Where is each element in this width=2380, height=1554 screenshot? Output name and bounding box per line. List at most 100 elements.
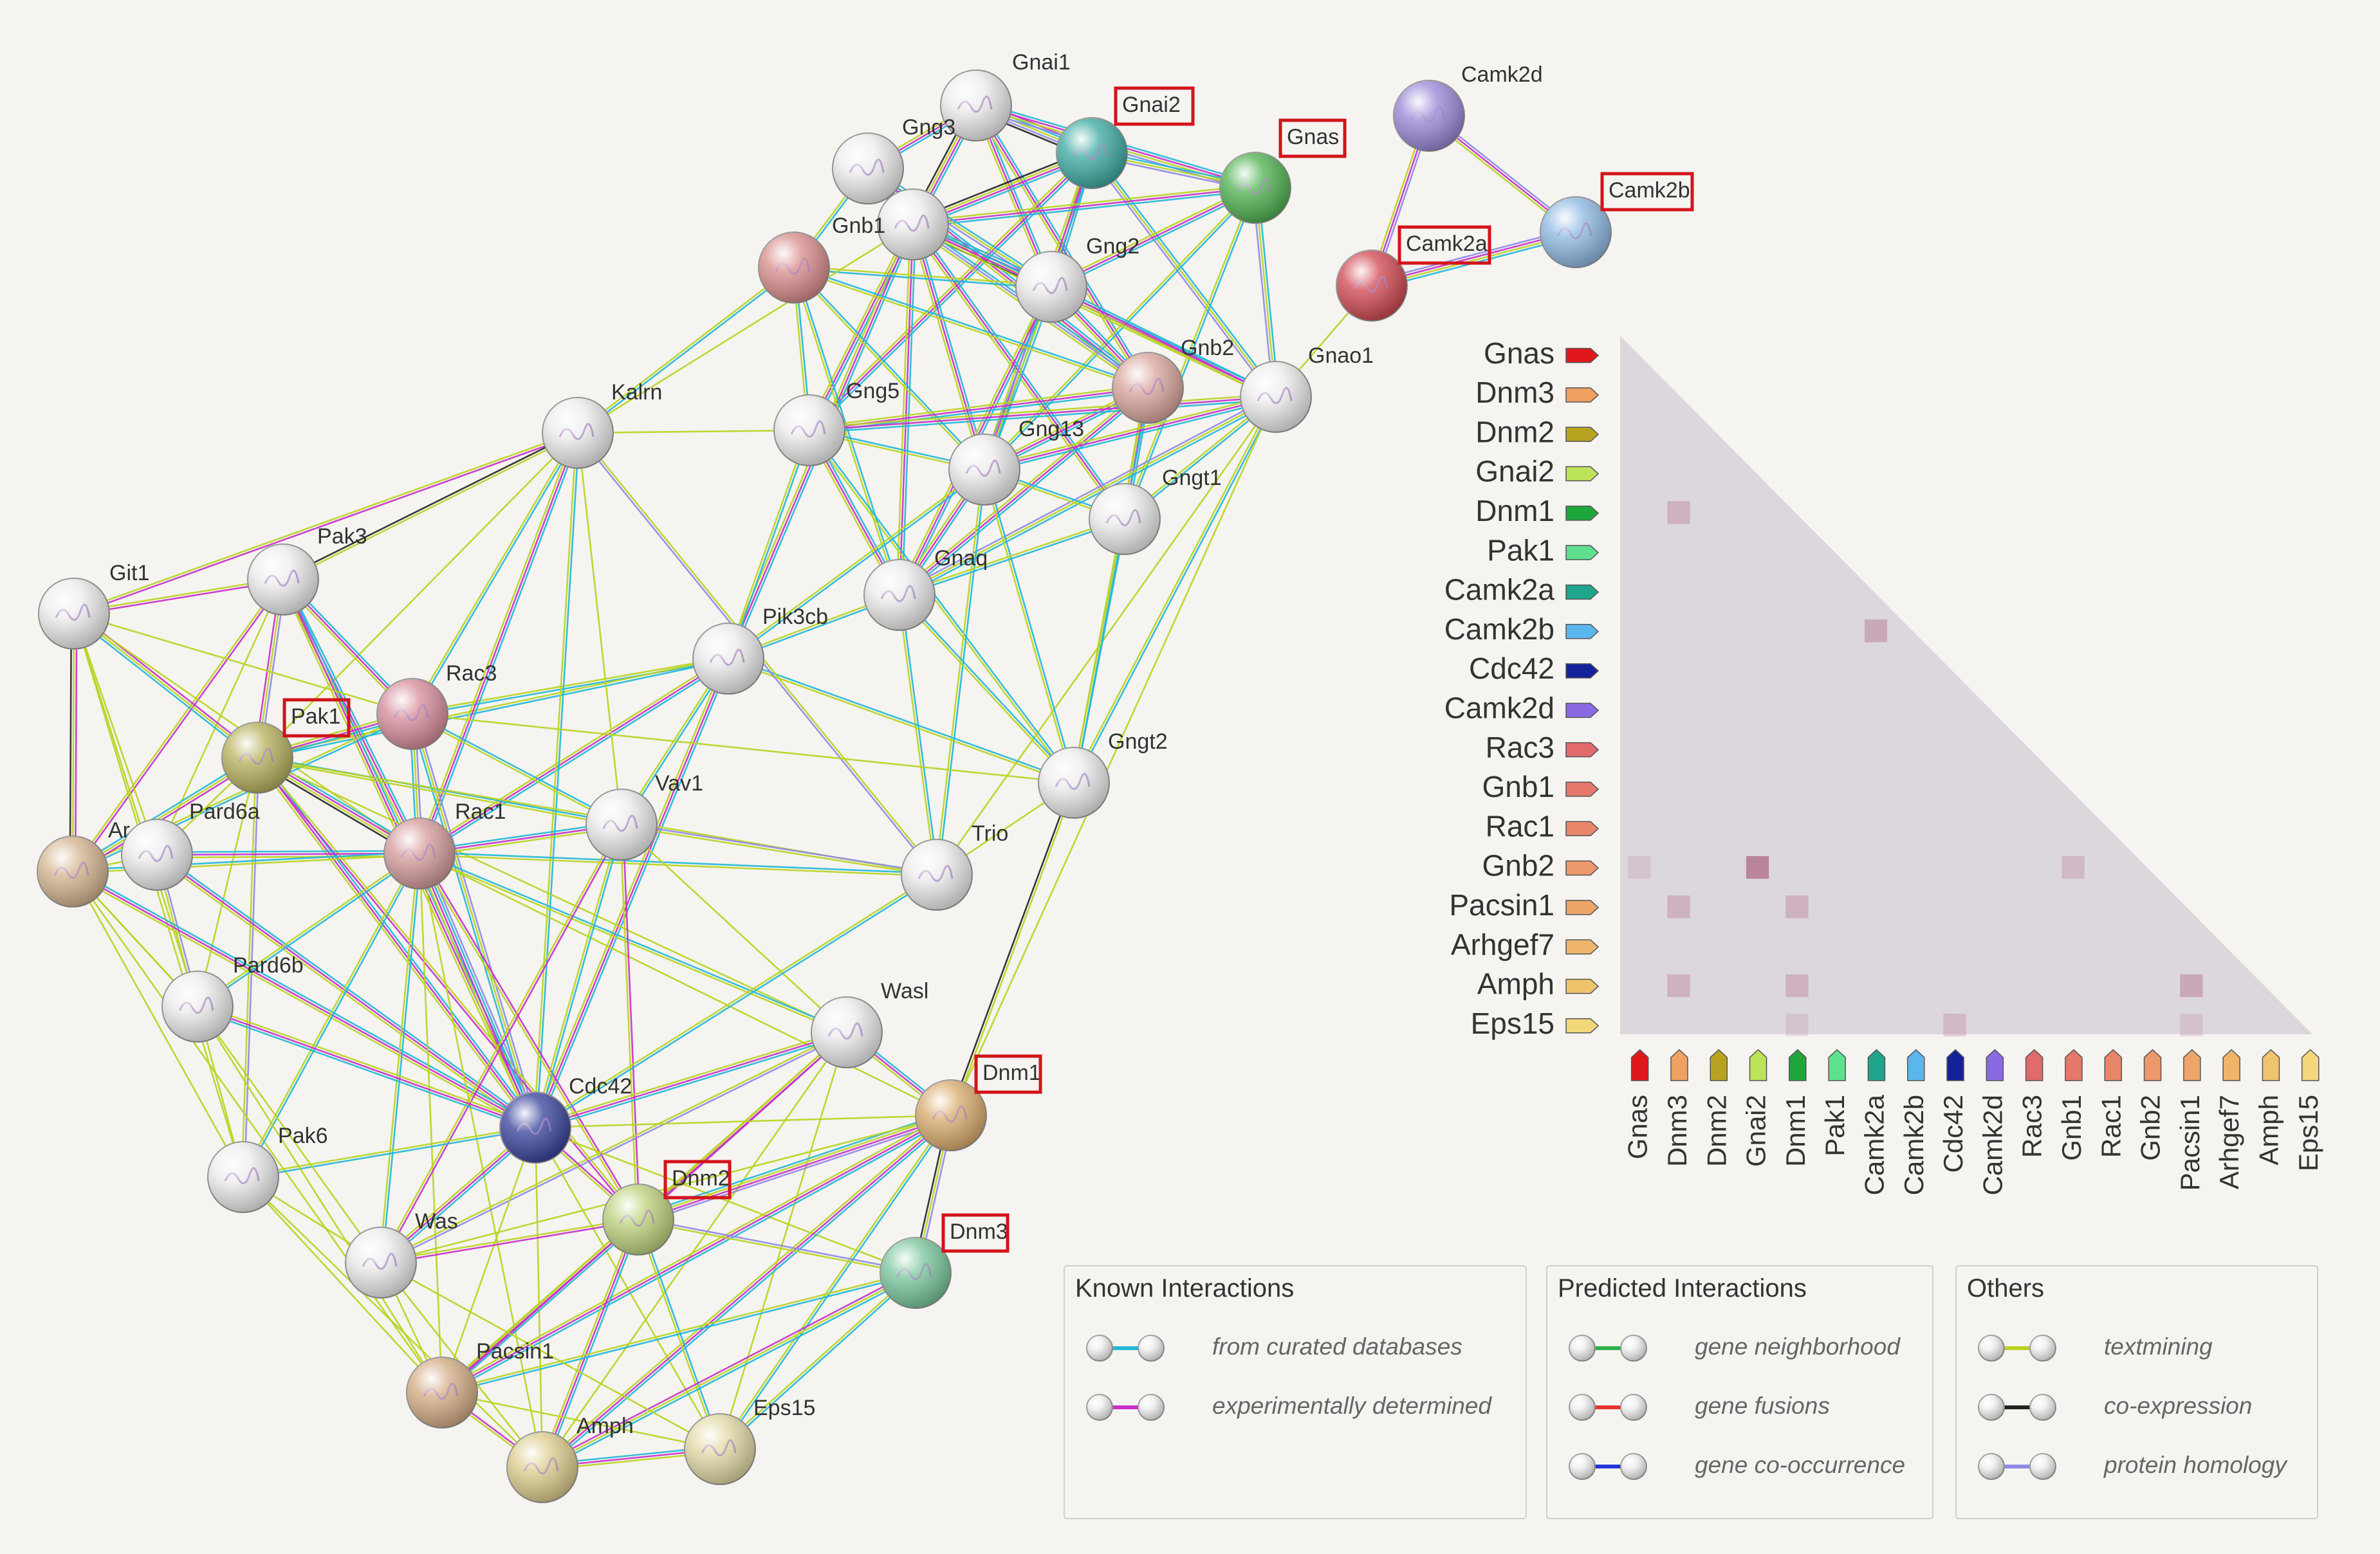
- node-gnao1[interactable]: Gnao1: [1240, 343, 1374, 433]
- col-label-gnb1: Gnb1: [2056, 1095, 2087, 1161]
- node-label-amph: Amph: [577, 1414, 634, 1438]
- col-label-gnai2: Gnai2: [1741, 1095, 1771, 1167]
- node-gng5[interactable]: Gng5: [773, 379, 899, 466]
- col-arrow-icon: [2183, 1048, 2201, 1081]
- node-dnm3[interactable]: Dnm3: [880, 1213, 1010, 1309]
- edge-line-textmining: [637, 1113, 951, 1220]
- edge-wasl-cdc42: [534, 1028, 848, 1131]
- node-pak6[interactable]: Pak6: [207, 1124, 328, 1213]
- node-label-wasl: Wasl: [881, 979, 928, 1003]
- node-label-gnb1: Gnb1: [832, 214, 885, 238]
- row-arrow-icon: [1565, 702, 1600, 718]
- edge-line-experimental: [282, 579, 421, 854]
- edge-line-curated: [196, 1008, 535, 1131]
- node-redg[interactable]: [758, 232, 830, 304]
- node-arhgef7[interactable]: Ar: [37, 818, 130, 908]
- edge-line-textmining: [541, 1032, 848, 1468]
- node-pard6a[interactable]: Pard6a: [121, 800, 260, 891]
- node-label-gnao1: Gnao1: [1308, 343, 1374, 368]
- edge-line-experimental: [417, 854, 535, 1129]
- edge-line-curated: [1052, 189, 1257, 290]
- edge-pik3cb-gngt2: [727, 656, 1075, 785]
- col-label-camk2a: Camk2a: [1859, 1094, 1890, 1195]
- edge-cdc42-amph: [534, 1127, 544, 1468]
- node-was[interactable]: Was: [345, 1209, 458, 1299]
- edge-line-textmining: [540, 1112, 950, 1466]
- node-gnai1[interactable]: Gnai1: [940, 50, 1071, 142]
- node-amph[interactable]: Amph: [506, 1414, 634, 1503]
- matrix-cell-eps15-dnm1: [1785, 1014, 1809, 1037]
- node-label-arhgef7: Ar: [108, 818, 130, 843]
- node-git1[interactable]: Git1: [38, 561, 149, 650]
- node-label-camk2a: Camk2a: [1406, 232, 1488, 256]
- node-gnb1[interactable]: Gnb1: [832, 188, 949, 261]
- edge-line-curated: [984, 398, 1277, 473]
- node-pard6b[interactable]: Pard6b: [161, 953, 304, 1043]
- node-pik3cb[interactable]: Pik3cb: [692, 605, 828, 695]
- edge-git1-pard6b: [73, 613, 199, 1007]
- node-gloss: [1056, 118, 1127, 188]
- edge-line-curated: [71, 615, 257, 761]
- node-label-gnai2: Gnai2: [1122, 93, 1181, 117]
- node-gloss: [542, 398, 613, 468]
- node-pak1[interactable]: Pak1: [221, 698, 351, 794]
- node-rac1[interactable]: Rac1: [383, 800, 506, 890]
- edge-git1-pak6: [73, 613, 244, 1178]
- legend-node-gloss: [1138, 1335, 1164, 1361]
- node-gngt2[interactable]: Gngt2: [1038, 729, 1168, 819]
- node-gng2[interactable]: Gng2: [1015, 234, 1139, 323]
- highlight-box-camk2b: [1600, 172, 1694, 212]
- edge-line-experimental: [912, 224, 986, 470]
- node-cdc42[interactable]: Cdc42: [499, 1074, 632, 1164]
- legend-item-label: experimentally determined: [1212, 1393, 1492, 1419]
- edge-line-textmining: [196, 757, 259, 1007]
- node-gnai2[interactable]: Gnai2: [1056, 86, 1195, 189]
- edge-line-curated: [73, 868, 537, 1126]
- node-camk2b[interactable]: Camk2b: [1540, 172, 1694, 268]
- node-gngt1[interactable]: Gngt1: [1089, 466, 1222, 555]
- node-gng3[interactable]: Gng3: [832, 115, 955, 205]
- edge-line-curated: [71, 754, 257, 870]
- legend-node-gloss: [1979, 1335, 2004, 1361]
- node-label-dnm3: Dnm3: [950, 1220, 1008, 1244]
- edge-line-textmining: [257, 758, 622, 827]
- row-arrow-icon: [1565, 663, 1600, 679]
- node-wasl[interactable]: Wasl: [811, 979, 928, 1068]
- edge-line-textmining: [441, 1127, 537, 1393]
- node-gng13[interactable]: Gng13: [948, 417, 1084, 506]
- edge-kalrn-rac3: [411, 432, 580, 715]
- edge-gnai2-gng5: [807, 151, 1094, 433]
- edge-line-textmining: [283, 433, 579, 582]
- edge-vav1-trio: [621, 822, 937, 877]
- node-camk2d[interactable]: Camk2d: [1393, 62, 1543, 152]
- node-kalrn[interactable]: Kalrn: [542, 380, 662, 469]
- edge-line-textmining: [719, 1032, 848, 1450]
- edge-line-curated: [443, 1221, 641, 1396]
- node-gnas[interactable]: Gnas: [1219, 118, 1347, 224]
- legend-item-label: gene co-occurrence: [1695, 1452, 1905, 1478]
- edge-line-textmining: [73, 430, 578, 614]
- edge-cdc42-dnm3: [535, 1126, 916, 1274]
- node-trio[interactable]: Trio: [901, 821, 1008, 911]
- node-dnm2[interactable]: Dnm2: [602, 1160, 732, 1256]
- node-gnb2[interactable]: Gnb2: [1112, 336, 1234, 424]
- edge-line-textmining: [909, 224, 983, 471]
- node-rac3[interactable]: Rac3: [376, 661, 497, 750]
- legend-box: [1064, 1265, 1527, 1519]
- col-label-gnb2: Gnb2: [2136, 1095, 2166, 1161]
- edge-line-curated: [544, 1220, 642, 1468]
- node-pak3[interactable]: Pak3: [247, 524, 367, 616]
- edge-line-textmining: [577, 223, 914, 434]
- node-eps15[interactable]: Eps15: [684, 1396, 815, 1485]
- edge-dnm1-pacsin1: [440, 1112, 953, 1396]
- edge-line-homology: [414, 713, 539, 1128]
- node-gnaq[interactable]: Gnaq: [863, 546, 988, 631]
- node-vav1[interactable]: Vav1: [586, 771, 703, 861]
- edge-line-textmining: [416, 432, 577, 853]
- node-pacsin1[interactable]: Pacsin1: [406, 1339, 554, 1429]
- legend-node-gloss: [1569, 1454, 1595, 1479]
- node-dnm1[interactable]: Dnm1: [915, 1054, 1042, 1151]
- node-camk2a[interactable]: Camk2a: [1336, 225, 1491, 322]
- edge-line-textmining: [72, 756, 258, 873]
- edge-line-curated: [728, 656, 1075, 783]
